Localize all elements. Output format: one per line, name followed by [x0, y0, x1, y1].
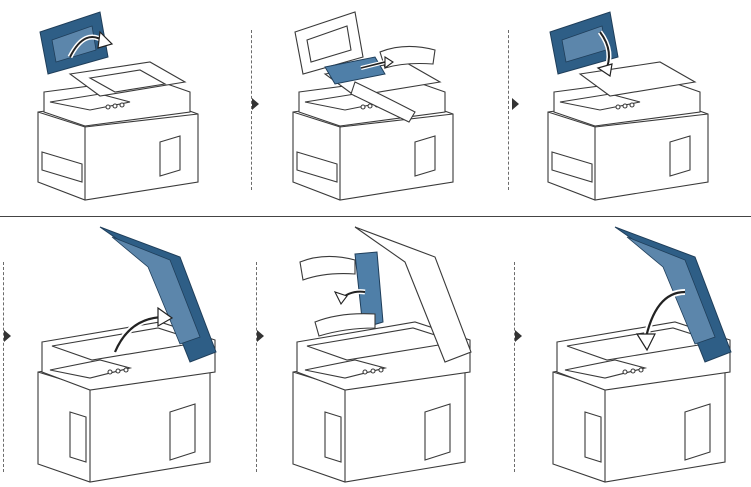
step-5-remove-paper-scanner	[285, 222, 485, 484]
scanner-lid-close-icon	[552, 226, 732, 483]
step-divider	[3, 262, 4, 472]
step-6-close-scanner-lid	[545, 222, 745, 484]
printer-adf-cover-open-icon	[37, 11, 199, 201]
next-step-arrow-icon	[515, 330, 522, 342]
printer-paper-removal-icon	[292, 11, 454, 201]
step-2-remove-paper-adf	[285, 2, 470, 202]
printer-adf-cover-close-icon	[547, 11, 709, 201]
step-4-open-scanner-lid	[30, 222, 230, 484]
step-divider	[514, 262, 515, 472]
next-step-arrow-icon	[252, 98, 259, 110]
scanner-lid-open-icon	[37, 226, 217, 483]
step-3-close-adf-cover	[540, 2, 725, 202]
step-divider	[256, 262, 257, 472]
row-divider	[0, 216, 751, 217]
next-step-arrow-icon	[4, 330, 11, 342]
next-step-arrow-icon	[512, 98, 519, 110]
step-divider	[508, 30, 509, 190]
scanner-paper-removal-icon	[292, 226, 472, 483]
step-1-open-adf-cover	[30, 2, 215, 202]
step-divider	[251, 30, 252, 190]
next-step-arrow-icon	[257, 330, 264, 342]
